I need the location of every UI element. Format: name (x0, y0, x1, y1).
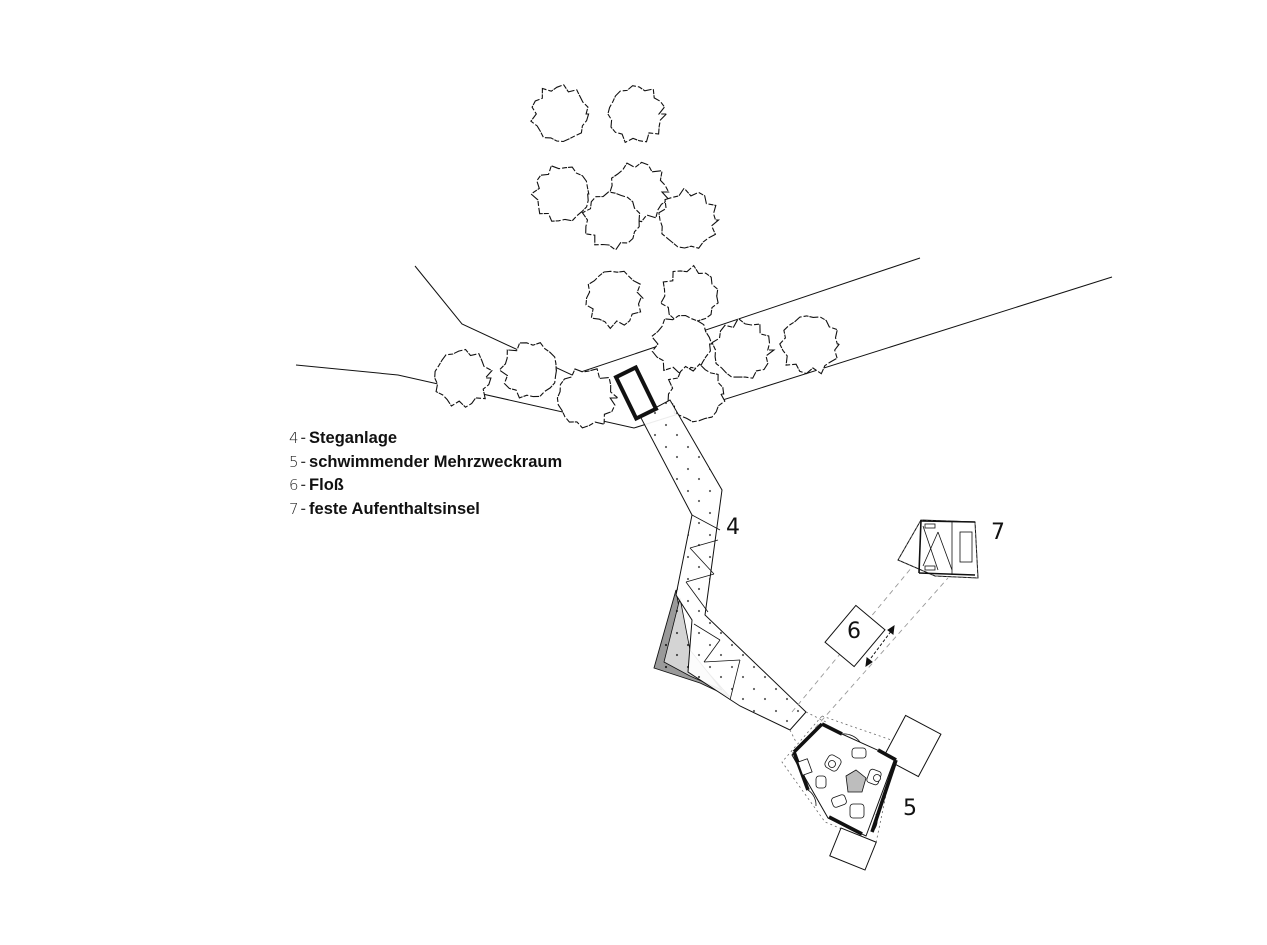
tree-icon (711, 317, 776, 379)
legend-item-island: 7-feste Aufenthaltsinsel (289, 498, 562, 522)
room-walls (792, 722, 898, 836)
label-jetty: 4 (726, 515, 740, 540)
door-swing-icon (807, 733, 878, 833)
tree-icon (658, 187, 721, 249)
tree-icon (530, 84, 590, 143)
floating-room (781, 714, 942, 871)
label-island: 7 (991, 520, 1005, 545)
legend-separator: - (300, 499, 307, 518)
room-annex-lower (829, 827, 877, 871)
legend: 4-Steganlage 5-schwimmender Mehrzweckrau… (289, 427, 562, 521)
tree-icon (434, 348, 493, 408)
tree-icon (660, 264, 719, 325)
lower-path-line (295, 276, 1113, 429)
tree-icon (556, 368, 620, 429)
legend-label: schwimmender Mehrzweckraum (309, 452, 563, 471)
double-arrow-icon (865, 624, 895, 668)
legend-label: Floß (309, 476, 344, 494)
tree-icon (650, 314, 713, 375)
shoreline (295, 257, 1113, 429)
legend-item-raft: 6-Floß (289, 474, 562, 498)
legend-number: 4 (289, 429, 299, 447)
table-icon (845, 769, 867, 793)
legend-separator: - (300, 452, 307, 471)
tree-icon (585, 270, 644, 330)
tree-icon (779, 315, 841, 375)
legend-separator: - (300, 429, 307, 447)
legend-number: 6 (289, 476, 299, 494)
tree-group (434, 84, 841, 429)
tree-icon (498, 342, 558, 399)
legend-separator: - (300, 476, 307, 494)
tree-icon (581, 191, 641, 251)
tree-icon (607, 85, 668, 144)
label-floating-room: 5 (903, 796, 917, 821)
jetty-walkway (639, 399, 807, 731)
legend-number: 5 (289, 452, 299, 471)
jetty-dotted-edge (789, 711, 827, 743)
jetty (639, 399, 827, 743)
room-fixture (797, 758, 813, 776)
upper-path-line (414, 257, 921, 376)
room-annex-upper (882, 714, 942, 778)
chair-icon (815, 747, 882, 819)
tree-icon (667, 363, 726, 423)
tree-icon (530, 165, 590, 222)
legend-label: Steganlage (309, 429, 398, 447)
fixed-island (897, 519, 979, 579)
label-raft: 6 (847, 619, 861, 644)
legend-label: feste Aufenthaltsinsel (309, 499, 480, 518)
jetty-gate (613, 364, 659, 422)
legend-item-floating-room: 5-schwimmender Mehrzweckraum (289, 451, 562, 475)
legend-item-jetty: 4-Steganlage (289, 427, 562, 451)
jetty-triangulation (685, 514, 741, 701)
legend-number: 7 (289, 499, 299, 518)
raft (824, 604, 886, 668)
